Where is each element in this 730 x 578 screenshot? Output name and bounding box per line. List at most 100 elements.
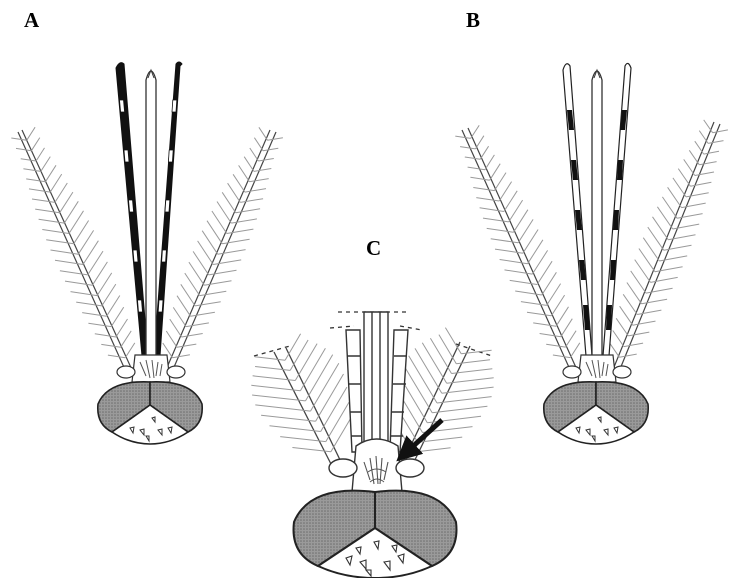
antenna-hair [177,344,196,347]
panel-c-right-palp [390,330,408,452]
antenna-hair [311,363,339,411]
antenna-hair [240,199,263,203]
antenna-hair [495,249,523,253]
antenna-hair [300,348,325,391]
antenna-hair [619,354,636,357]
panel-c-proboscis [364,312,388,450]
antenna-hair [181,284,195,306]
antenna-hair [41,157,51,172]
antenna-hair [55,183,67,202]
panel-c-right-antenna [393,328,493,466]
antenna-hair [95,334,116,337]
antenna-hair [316,374,344,421]
antenna-hair [39,219,65,223]
antenna-hair [695,172,714,176]
antenna-hair [708,141,723,144]
antenna-hair [686,193,709,197]
antenna-hair [510,280,537,284]
antenna-hair [553,355,570,358]
antenna-hair [655,267,683,272]
antenna-hair [637,310,661,314]
antenna-hair [570,343,580,358]
antenna-hair [254,169,271,172]
antenna-hair [78,230,93,254]
antenna-hair [620,306,633,325]
antenna-hair [11,138,26,140]
antenna-hair [35,209,59,213]
antenna-hair [623,294,637,314]
panel-label-b: B [466,10,480,31]
antenna-hair [513,210,528,233]
antenna-hair [460,147,475,149]
antenna-hair [485,155,494,170]
antenna-hair [439,335,456,364]
antenna-hair [255,357,285,360]
antenna-hair [16,148,31,150]
antenna-hair [26,179,45,182]
antenna-hair [613,331,624,347]
antenna-hair [36,148,44,161]
antenna-hair [699,131,708,144]
antenna-hair [476,136,484,149]
antenna-hair [250,148,259,161]
antenna-hair [218,250,246,255]
antenna-hair [51,250,79,254]
antenna-hair [659,256,687,261]
antenna-hair [461,350,491,354]
antenna-hair [494,173,506,191]
antenna-hair [101,344,120,347]
antenna-hair [88,323,111,326]
antenna-hair [473,188,494,191]
antenna-hair [60,271,88,275]
antenna-hair [228,183,241,202]
antenna-hair [82,313,106,317]
antenna-hair [480,146,488,159]
antenna-hair [212,211,227,234]
antenna-hair [268,138,283,141]
antenna-hair [29,189,50,192]
antenna-hair [668,235,695,240]
antenna-hair [236,209,260,213]
antenna-hair [204,281,231,286]
antenna-hair [653,217,669,240]
antenna-hair [528,240,543,264]
antenna-hair [170,319,182,337]
antenna-hair [60,192,73,213]
antenna-hair [55,260,83,264]
antenna-hair [245,189,266,193]
panel-a-right-antenna [163,127,283,374]
antenna-hair [627,283,642,304]
antenna-hair [491,239,518,243]
antenna-hair [326,402,349,442]
antenna-hair [217,202,231,224]
panel-label-c: C [366,238,381,259]
antenna-hair [42,230,69,234]
antenna-hair [166,331,177,347]
antenna-hair [65,281,92,285]
panel-a-head [11,62,283,444]
antenna-hair [32,199,55,202]
antenna-hair [540,334,561,337]
antenna-hair [471,125,480,138]
antenna-hair [116,319,128,337]
antenna-hair [191,312,215,316]
antenna-hair [633,321,656,325]
antenna-hair [487,228,514,232]
panel-label-a: A [24,10,39,31]
antenna-hair [521,302,547,306]
panel-b-clypeus [563,355,631,382]
antenna-hair [255,367,290,371]
antenna-hair [662,197,677,218]
antenna-hair [46,165,57,181]
antenna-hair [64,201,78,223]
antenna-hair [107,296,120,317]
antenna-hair [422,343,446,384]
antenna-hair [631,271,646,293]
antenna-hair [295,344,317,381]
antenna-hair [254,138,263,151]
panel-b-head [455,63,728,444]
antenna-hair [244,157,254,172]
panel-c-arrow [400,420,442,458]
antenna-hair [71,292,98,296]
antenna-hair [239,165,250,181]
